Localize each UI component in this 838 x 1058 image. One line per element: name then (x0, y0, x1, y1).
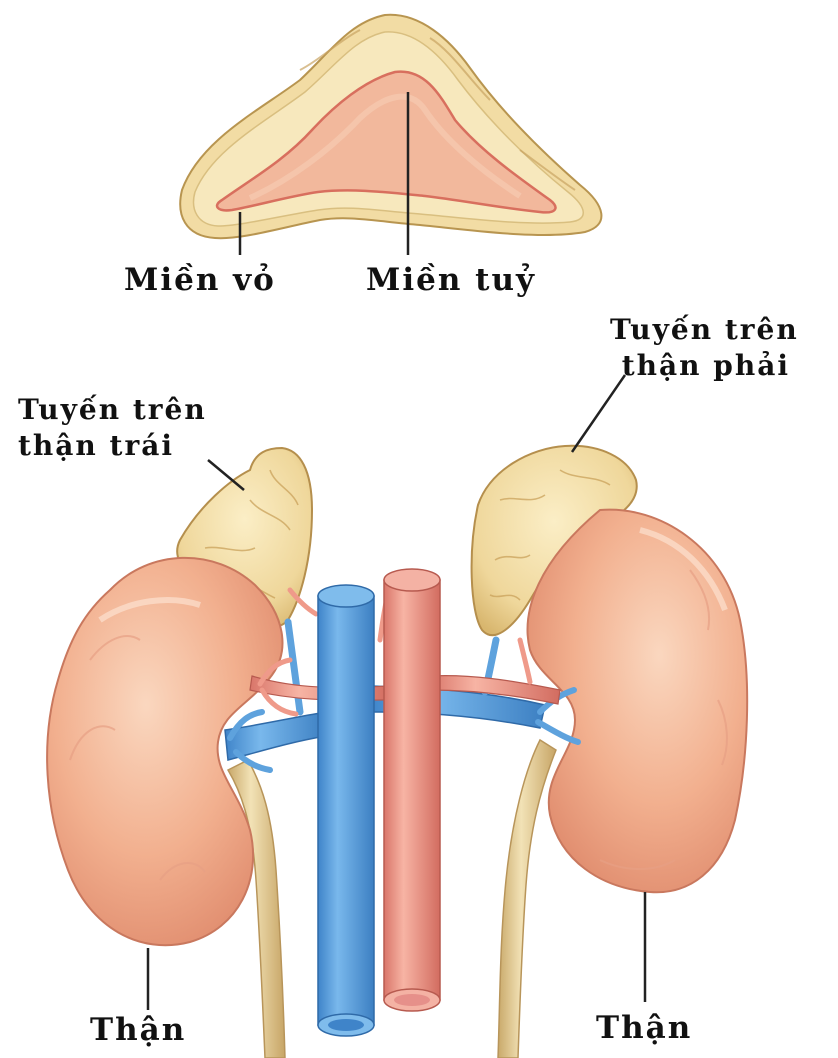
adrenal-cross-section (180, 15, 601, 238)
vena-cava-top (318, 585, 374, 607)
leader-right-adrenal (572, 375, 625, 452)
label-left-adrenal: Tuyến trên thận trái (18, 392, 207, 464)
aorta-top (384, 569, 440, 591)
label-right-adrenal: Tuyến trên thận phải (610, 312, 799, 384)
label-cortex: Miền vỏ (124, 262, 276, 299)
right-kidney (528, 510, 748, 893)
label-left-kidney: Thận (90, 1012, 186, 1049)
label-right-kidney: Thận (596, 1010, 692, 1047)
inferior-vena-cava (318, 585, 374, 1036)
aorta (384, 569, 440, 1011)
right-ureter (498, 740, 556, 1058)
label-medulla: Miền tuỷ (366, 262, 536, 299)
